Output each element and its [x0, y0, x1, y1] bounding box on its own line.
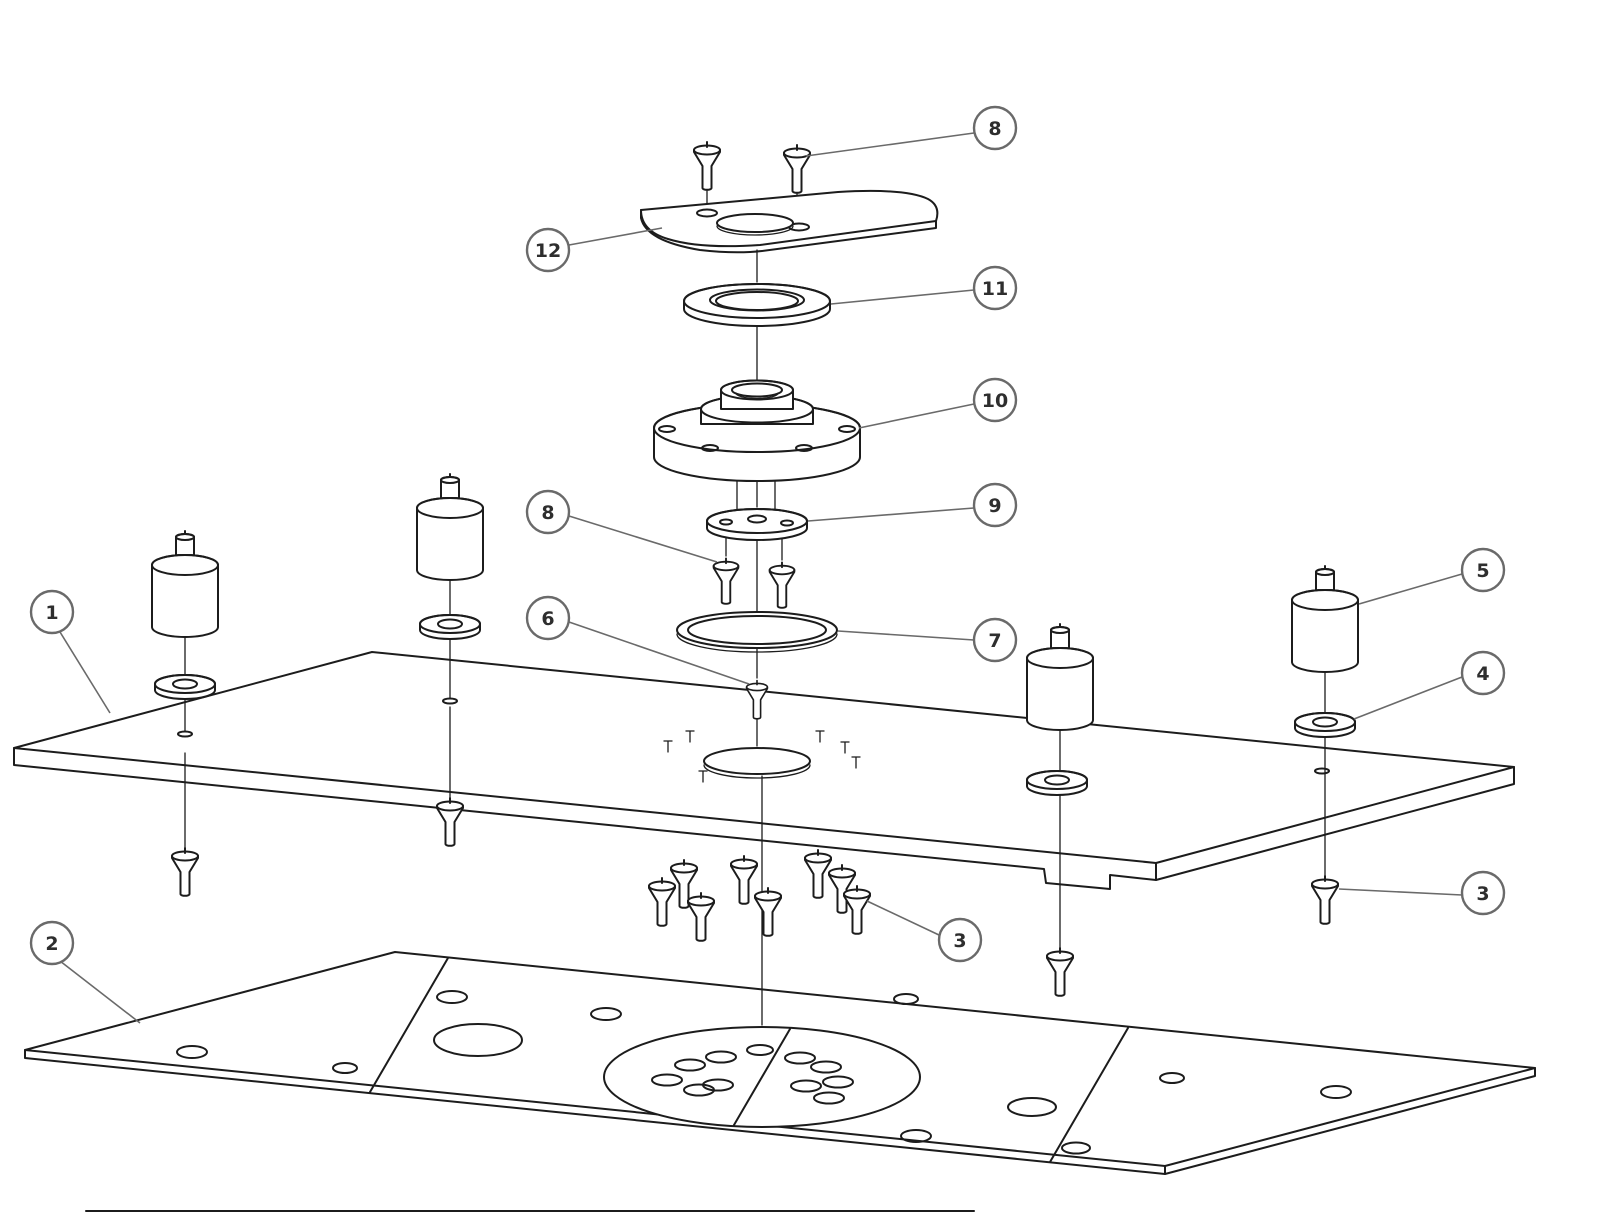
balloon-label: 9: [988, 495, 1001, 517]
flat-head-screw-top-right: [783, 144, 811, 194]
cover-plate-center-hole: [716, 213, 794, 233]
cover-plate-thickness: [640, 209, 937, 254]
callout-6: 6: [525, 595, 750, 685]
flat-head-screw-top-left: [693, 141, 721, 191]
balloon-label: 11: [982, 278, 1008, 300]
balloon-label: 7: [988, 630, 1001, 652]
callout-8-top: 8: [805, 105, 1018, 157]
standoff-mid-right: [1026, 623, 1094, 731]
lower-plate-seam-right: [1049, 1027, 1129, 1163]
lower-plate-holes: [176, 990, 1352, 1155]
balloon-label: 5: [1476, 560, 1489, 582]
callout-11: 11: [830, 265, 1018, 311]
screw-cluster: [648, 877, 676, 927]
callout-4: 4: [1353, 650, 1506, 720]
balloon-circle: [29, 920, 75, 966]
balloon-circle: [1460, 547, 1506, 593]
balloon-label: 3: [953, 930, 966, 952]
callout-12: 12: [525, 227, 663, 273]
standoff-mid-left: [416, 473, 484, 581]
balloon-circle: [525, 489, 571, 535]
balloon-circle: [972, 105, 1018, 151]
balloon-circle: [972, 482, 1018, 528]
balloon-circle: [972, 265, 1018, 311]
gasket-ring: [676, 611, 838, 653]
screw-cluster: [843, 885, 871, 935]
balloon-circle: [937, 917, 983, 963]
bearing-housing: [653, 379, 861, 482]
standoff-right: [1291, 565, 1359, 673]
flange-hole: [658, 425, 676, 433]
flat-head-screw-mid-left: [712, 557, 740, 605]
balloon-circle: [525, 227, 571, 273]
balloon-label: 1: [45, 602, 58, 624]
washer-right: [1294, 712, 1356, 738]
callout-10: 10: [858, 377, 1018, 429]
balloon-label: 3: [1476, 883, 1489, 905]
screw-left: [171, 847, 199, 897]
upper-plate: [13, 651, 1515, 890]
callout-3-right: 3: [1338, 870, 1506, 916]
upper-plate-stud-hole-2: [442, 697, 458, 705]
screw-mid-right: [1046, 947, 1074, 997]
upper-plate-center-hole: [703, 747, 811, 775]
upper-plate-thickness-right: [1155, 766, 1515, 881]
flat-head-screw-mid-right: [768, 561, 796, 609]
callout-2: 2: [29, 920, 141, 1024]
cover-plate-screw-hole-left: [696, 208, 718, 218]
lower-plate-center-boss: [603, 1026, 921, 1128]
flange-hole: [701, 444, 719, 452]
callout-3-center: 3: [866, 900, 983, 963]
screw-cluster: [730, 855, 758, 905]
screw-mid-left: [436, 797, 464, 847]
washer-mid-right: [1026, 770, 1088, 796]
balloon-circle: [29, 589, 75, 635]
balloon-label: 2: [45, 933, 58, 955]
callout-8-mid: 8: [525, 489, 718, 563]
upper-plate-stud-hole-3: [1314, 767, 1330, 775]
callouts: 8 12 11 10 9 8: [29, 105, 1506, 1024]
washer-left: [154, 674, 216, 700]
ring-spacer: [683, 283, 831, 327]
cover-plate: [640, 189, 939, 254]
callout-7: 7: [837, 617, 1018, 663]
flange-hole: [838, 425, 856, 433]
balloon-label: 10: [982, 390, 1008, 412]
balloon-label: 4: [1476, 663, 1489, 685]
screw-cluster: [754, 887, 782, 937]
lower-plate: [24, 951, 1536, 1212]
upper-plate-stud-hole-1: [177, 730, 193, 738]
balloon-circle: [972, 377, 1018, 423]
upper-plate-pin-marks: [663, 730, 861, 783]
balloon-label: 6: [541, 608, 554, 630]
upper-plate-center-hole-bore: [703, 764, 811, 779]
lower-plate-thickness-left: [24, 1049, 1166, 1175]
standoff-left: [151, 530, 219, 638]
screw-cluster: [687, 892, 715, 942]
lower-plate-thickness-right: [1164, 1067, 1536, 1175]
balloon-label: 12: [535, 240, 561, 262]
callout-5: 5: [1358, 547, 1506, 605]
center-boss-seam: [733, 1028, 791, 1126]
washer-mid-left: [419, 614, 481, 640]
clamp-plate: [706, 508, 808, 541]
balloon-label: 8: [541, 502, 554, 524]
callout-1: 1: [29, 589, 111, 714]
balloon-circle: [1460, 650, 1506, 696]
balloon-circle: [525, 595, 571, 641]
upper-plate-thickness-left: [13, 747, 1157, 890]
screw-right: [1311, 875, 1339, 925]
balloon-circle: [972, 617, 1018, 663]
balloon-circle: [1460, 870, 1506, 916]
balloon-label: 8: [988, 118, 1001, 140]
lower-plate-seam-left: [369, 957, 449, 1093]
callout-9: 9: [807, 482, 1018, 528]
screw-cluster: [804, 849, 832, 899]
flange-hole: [795, 444, 813, 452]
